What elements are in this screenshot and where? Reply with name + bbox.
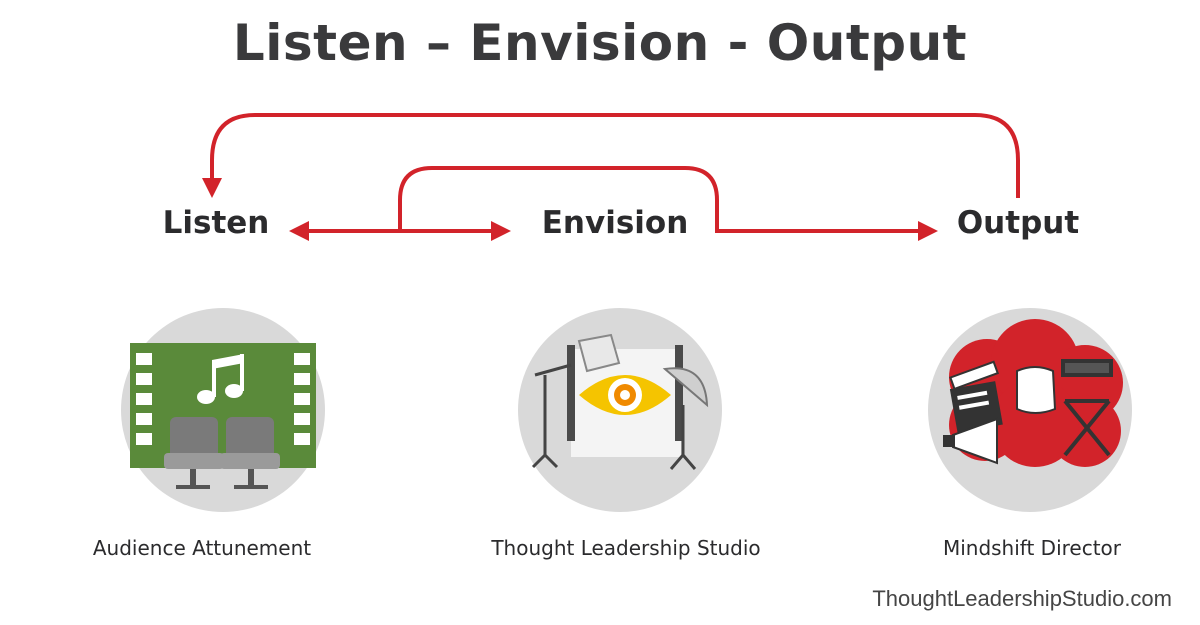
website-url[interactable]: ThoughtLeadershipStudio.com: [872, 586, 1172, 611]
caption-audience-attunement: Audience Attunement: [92, 536, 312, 560]
director-tools-icon: [928, 308, 1132, 512]
loop-arrow-output-to-listen: [202, 113, 1020, 198]
stage-envision: Envision: [541, 205, 689, 241]
stage-listen: Listen: [162, 205, 270, 241]
caption-thought-leadership-studio: Thought Leadership Studio: [491, 536, 761, 560]
flow-arrows: [202, 113, 1020, 241]
theater-seats-icon: [121, 308, 325, 512]
caption-mindshift-director: Mindshift Director: [942, 536, 1122, 560]
stage-output: Output: [956, 205, 1080, 241]
studio-eye-icon: [518, 308, 722, 512]
page-title: Listen – Envision - Output: [232, 14, 968, 72]
arrow-envision-hump: [398, 166, 938, 241]
